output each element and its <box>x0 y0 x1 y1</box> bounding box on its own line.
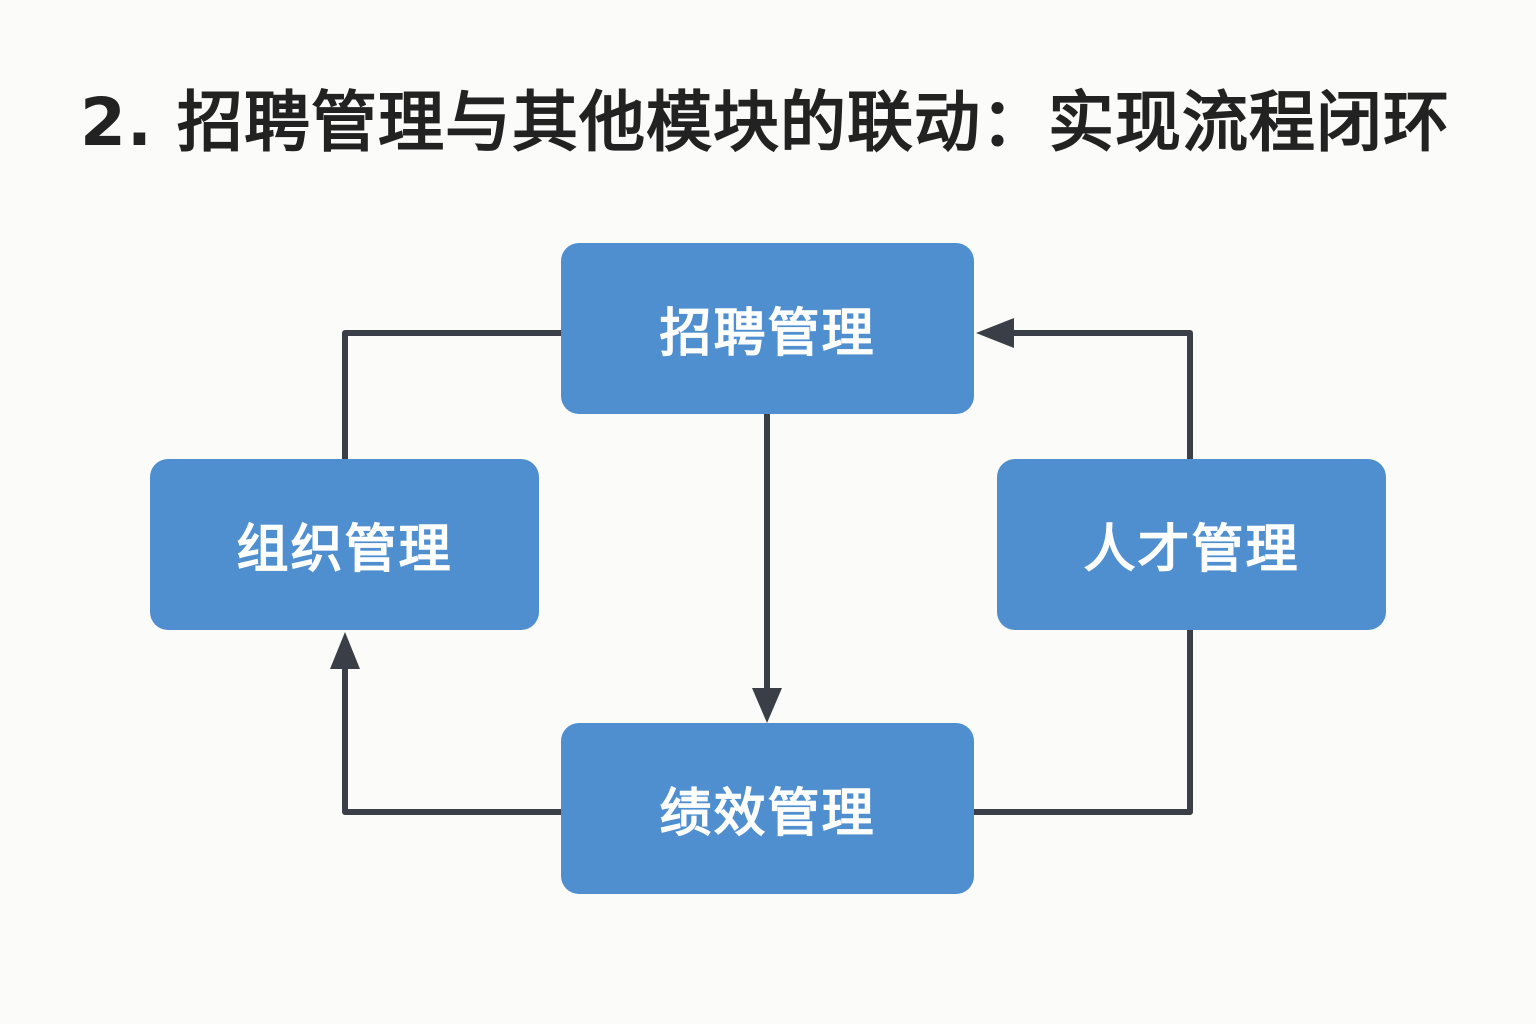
connector-talent-recruit <box>1012 330 1193 459</box>
arrowhead-to-performance <box>752 688 782 723</box>
page-title: 2. 招聘管理与其他模块的联动：实现流程闭环 <box>80 84 1450 161</box>
arrowhead-to-org <box>330 632 360 669</box>
node-label: 招聘管理 <box>659 304 876 364</box>
node-organization-management: 组织管理 <box>150 459 539 630</box>
node-label: 绩效管理 <box>659 784 876 844</box>
node-performance-management: 绩效管理 <box>561 723 974 894</box>
node-label: 组织管理 <box>236 520 453 580</box>
node-talent-management: 人才管理 <box>997 459 1386 630</box>
arrowhead-to-recruit <box>976 318 1014 348</box>
connector-performance-org <box>342 667 561 815</box>
node-recruitment-management: 招聘管理 <box>561 243 974 414</box>
node-label: 人才管理 <box>1083 520 1300 580</box>
connector-recruit-org <box>342 330 561 459</box>
connector-performance-talent <box>974 630 1193 815</box>
